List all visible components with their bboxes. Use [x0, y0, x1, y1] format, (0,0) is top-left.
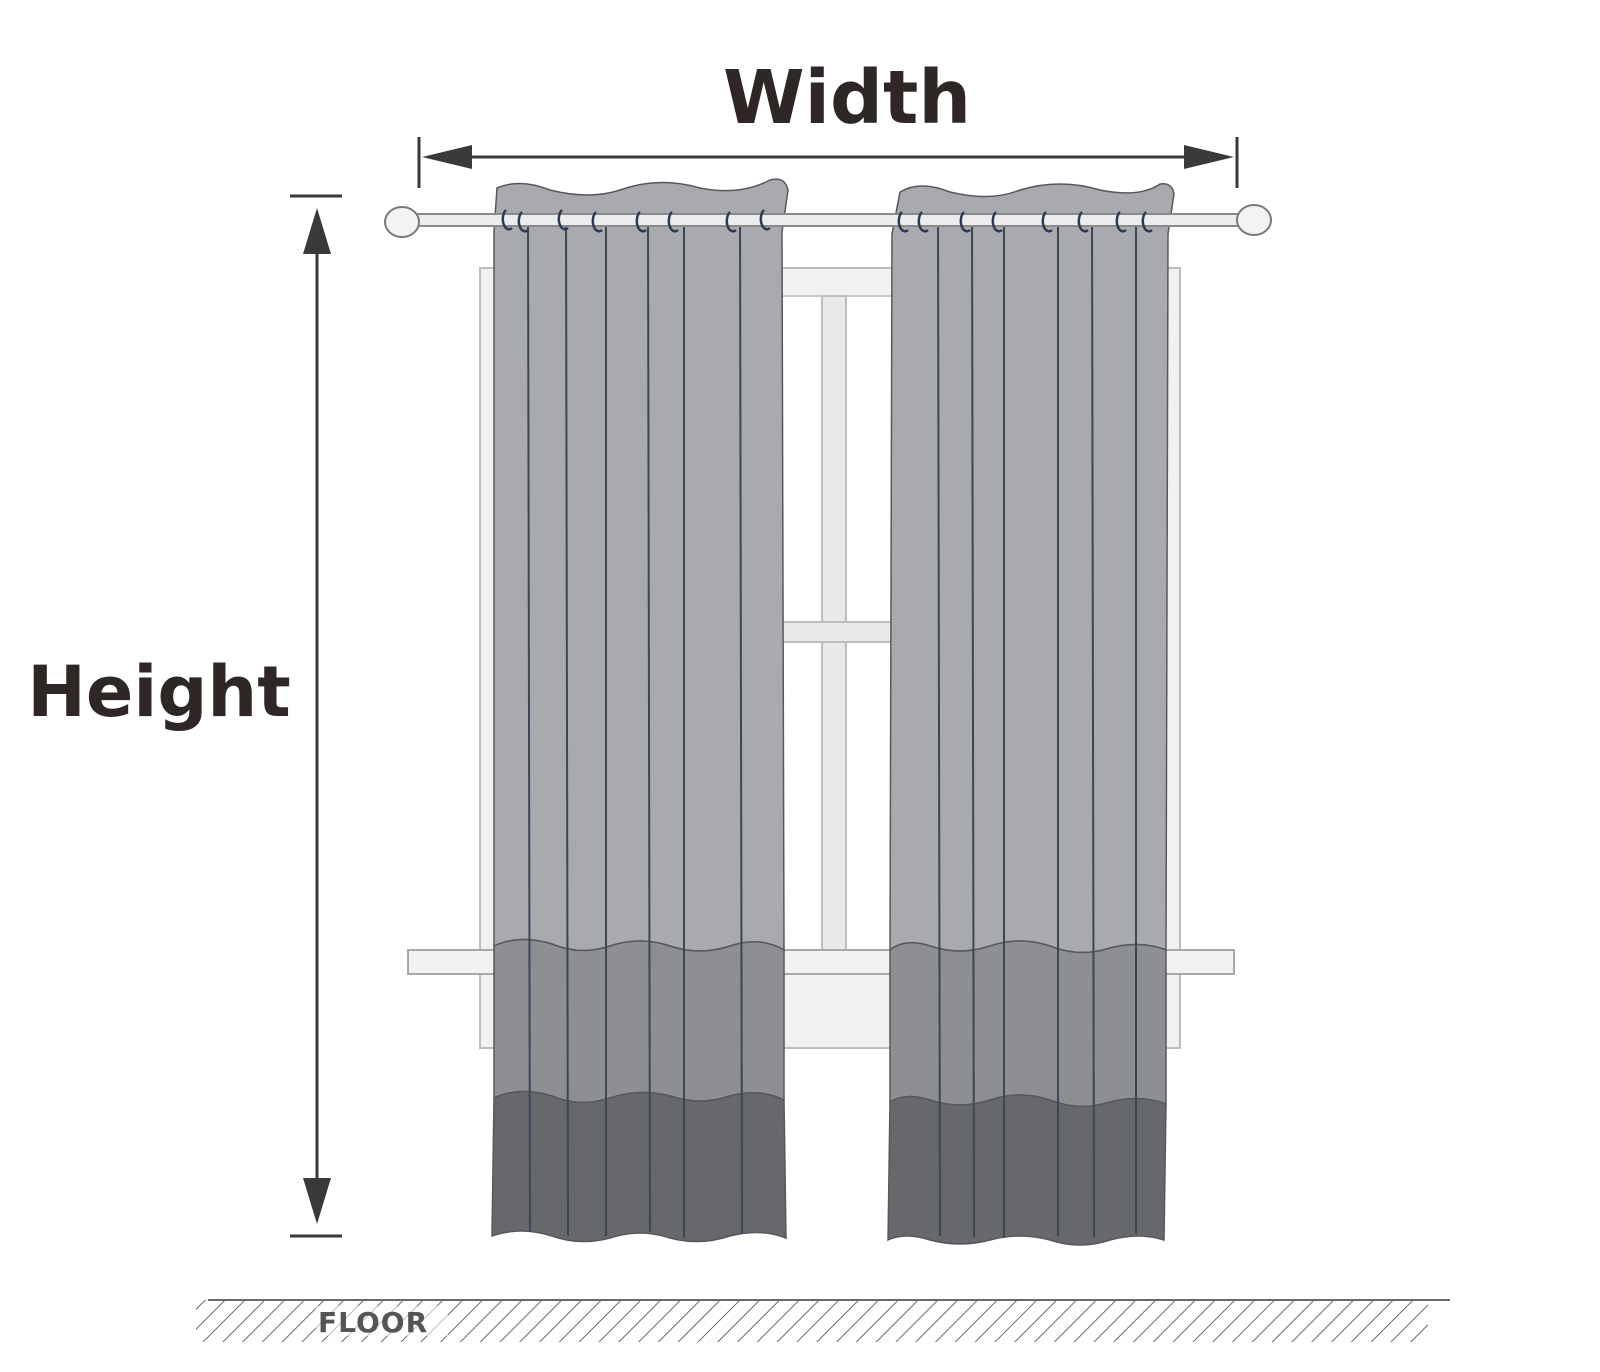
curtain-left-pleats [527, 213, 743, 1238]
width-arrowhead-right [1184, 145, 1234, 169]
floor-label-backdrop [316, 1306, 448, 1336]
curtain-left-bottom-section [491, 1090, 787, 1243]
curtain-panel-right [887, 182, 1175, 1246]
curtain-right-pleats [937, 215, 1137, 1239]
height-label: Height [27, 651, 290, 733]
width-label: Width [723, 55, 971, 141]
curtain-right-top-section [889, 182, 1175, 954]
grommet-rings [501, 209, 1153, 233]
window-mullion-horizontal [781, 621, 897, 643]
width-dimension: Width [417, 55, 1239, 188]
height-dimension: Height [27, 194, 342, 1238]
height-arrowhead-top [303, 208, 331, 254]
rod-finial-left [384, 206, 420, 238]
rod-bar [403, 213, 1257, 227]
curtain-right-middle-section [889, 940, 1167, 1108]
height-arrowhead-bottom [303, 1178, 331, 1224]
floor: FLOOR [196, 1299, 1450, 1342]
curtain-left-top-section [493, 178, 789, 952]
curtain-right-bottom-section [887, 1094, 1167, 1246]
rod-finial-right [1236, 204, 1272, 236]
floor-label: FLOOR [318, 1306, 428, 1339]
width-arrowhead-left [422, 145, 472, 169]
curtain-panel-left [491, 178, 789, 1243]
